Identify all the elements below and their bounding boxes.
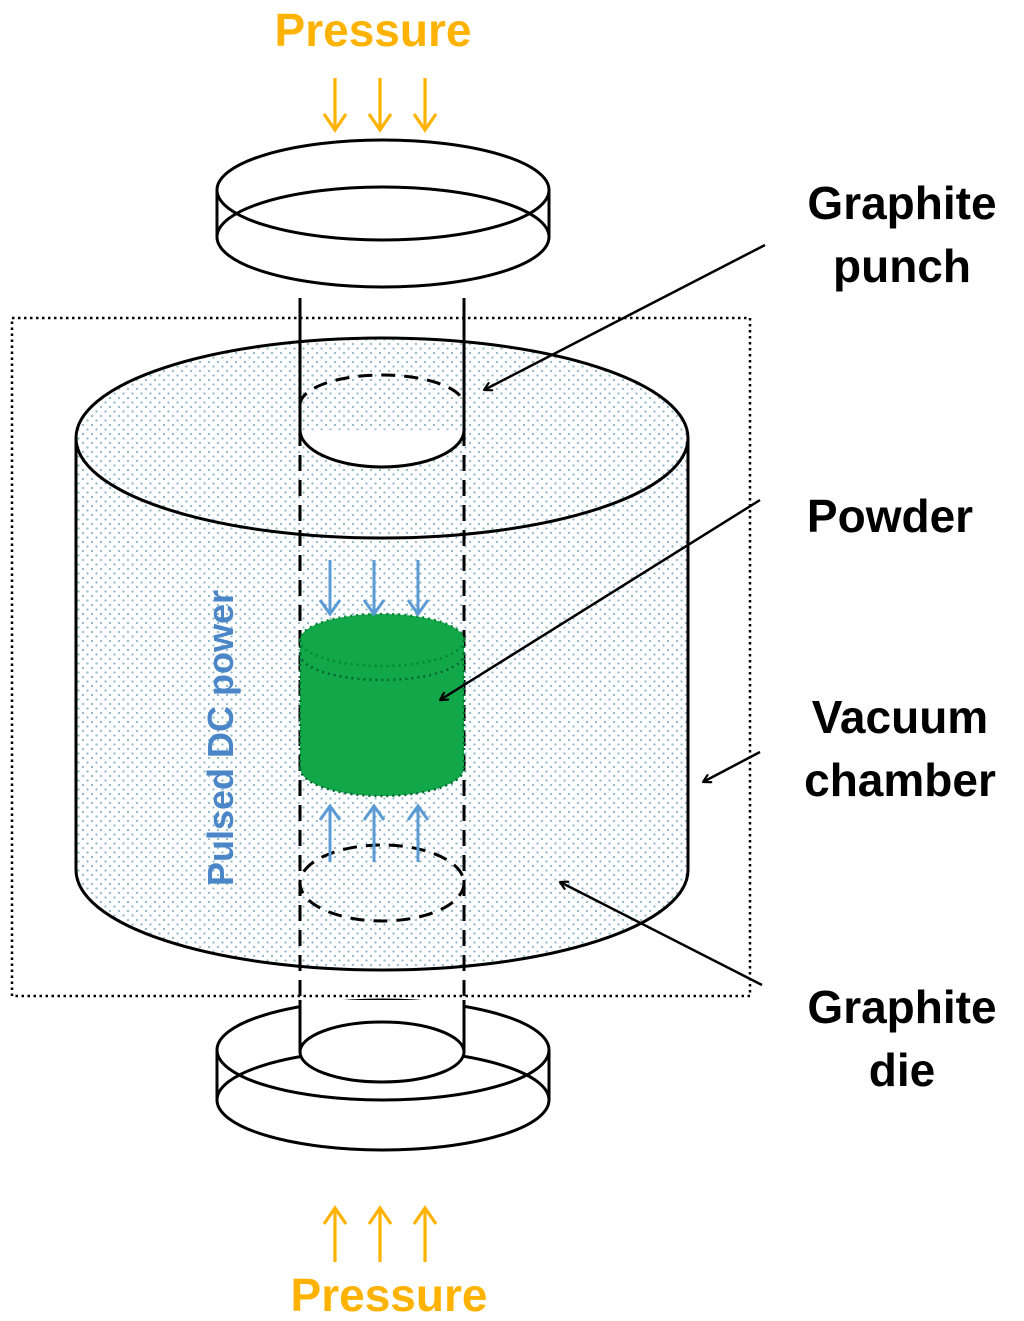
vacuum-chamber-label-line2: chamber bbox=[804, 754, 996, 806]
graphite-die-label-line1: Graphite bbox=[807, 981, 996, 1033]
top-punch-shaft bbox=[298, 298, 466, 469]
pulsed-dc-power-label: Pulsed DC power bbox=[200, 590, 241, 886]
powder-label: Powder bbox=[807, 490, 973, 542]
vacuum-chamber-label-line1: Vacuum bbox=[812, 691, 988, 743]
bottom-punch bbox=[215, 998, 551, 1152]
graphite-punch-label-line1: Graphite bbox=[807, 177, 996, 229]
powder-sample bbox=[298, 612, 466, 798]
top-punch-disk bbox=[215, 138, 551, 289]
die-leader bbox=[560, 882, 763, 987]
punch-leader bbox=[484, 243, 766, 390]
downward-blue-arrows bbox=[318, 560, 430, 617]
top-pressure-arrows bbox=[322, 78, 438, 133]
upward-blue-arrows bbox=[318, 803, 430, 862]
pressure-top-label: Pressure bbox=[275, 4, 472, 56]
pressure-bottom-label: Pressure bbox=[291, 1269, 488, 1321]
graphite-punch-label-line2: punch bbox=[833, 240, 971, 292]
powder-leader bbox=[440, 498, 761, 700]
leader-lines bbox=[440, 243, 766, 987]
graphite-die-label-line2: die bbox=[869, 1044, 935, 1096]
bottom-pressure-arrows bbox=[322, 1205, 438, 1262]
vacuum-leader bbox=[703, 750, 761, 782]
